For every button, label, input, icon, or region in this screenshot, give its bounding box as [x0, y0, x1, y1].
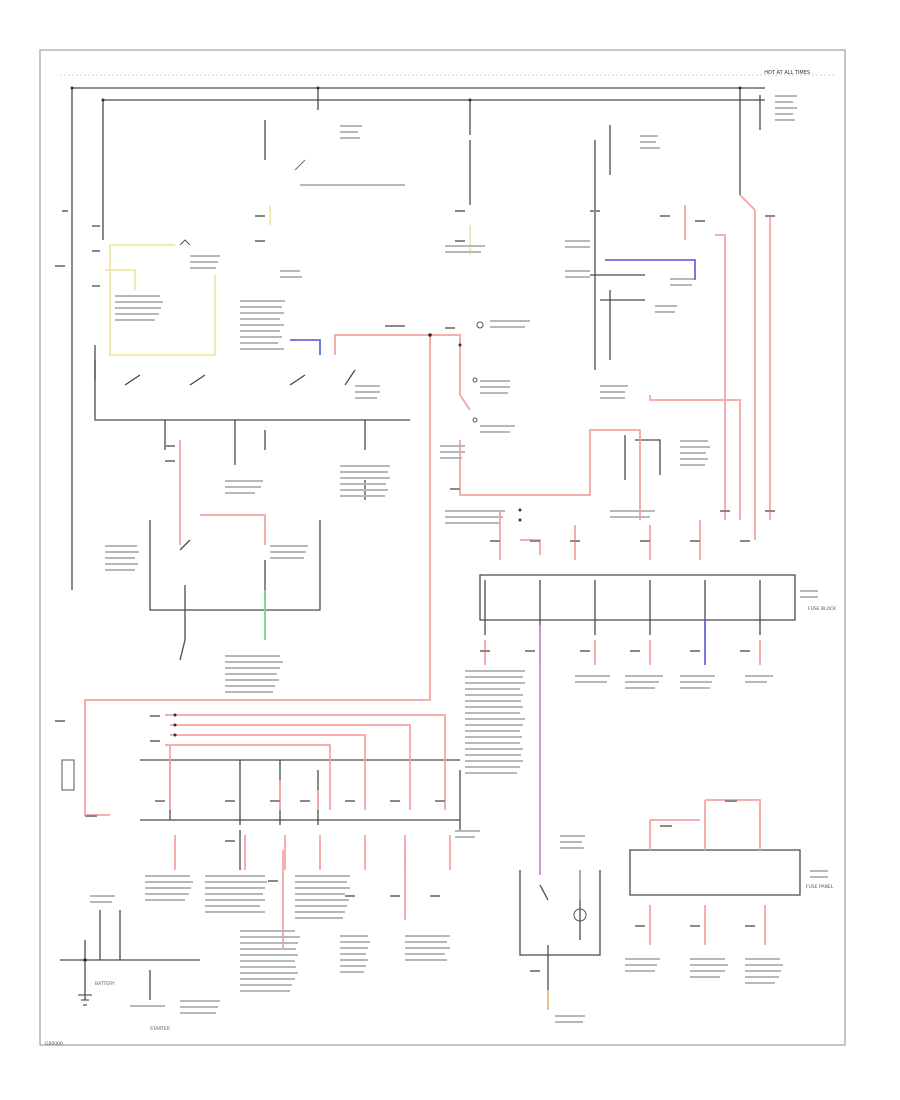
diagram-title: HOT AT ALL TIMES — [764, 70, 810, 76]
black-wires — [60, 87, 801, 1000]
diagram-code: G00000 — [45, 1041, 63, 1047]
light-switch-contact — [294, 159, 306, 171]
blue-wires — [290, 259, 706, 665]
starter-label: STARTER — [150, 1026, 170, 1032]
diagram-frame — [39, 49, 846, 1046]
wire-tags — [55, 210, 775, 972]
splice-points — [70, 86, 742, 962]
yellow-wires — [105, 205, 471, 356]
fuse-block-label: FUSE BLOCK — [808, 606, 837, 612]
battery-label: BATTERY — [95, 981, 115, 987]
red-wires — [84, 194, 771, 950]
label-text-blocks — [90, 95, 828, 1023]
relay-coil-icons — [61, 239, 484, 791]
battery-icon — [78, 994, 92, 1006]
fuse-panel-label: FUSE PANEL — [806, 884, 834, 890]
horn-icon — [573, 870, 587, 922]
